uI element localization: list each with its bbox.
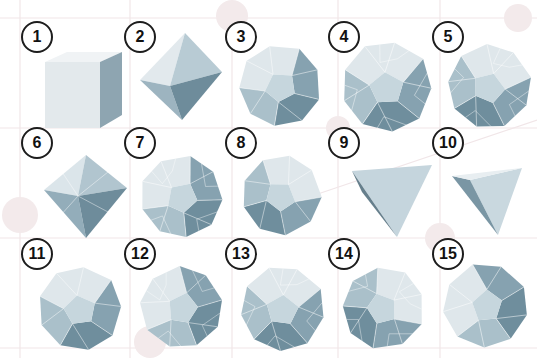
callout-number: 12 — [131, 246, 149, 262]
callout-circle: 1 — [21, 21, 53, 53]
callout-number: 1 — [33, 29, 42, 45]
callout-circle: 2 — [124, 21, 156, 53]
callout-circle: 9 — [328, 127, 360, 159]
callout-number: 5 — [444, 29, 453, 45]
callout-number: 8 — [237, 135, 246, 151]
callout-circle: 10 — [432, 127, 464, 159]
callout-circle: 6 — [21, 127, 53, 159]
callout-number: 14 — [335, 246, 353, 262]
callout-number: 15 — [439, 246, 457, 262]
callout-circle: 5 — [432, 21, 464, 53]
callout-number: 11 — [29, 246, 46, 262]
callout-number: 6 — [33, 135, 42, 151]
callout-number: 13 — [232, 246, 250, 262]
callout-circle: 8 — [225, 127, 257, 159]
callout-circle: 11 — [21, 238, 53, 270]
callout-number: 10 — [439, 135, 457, 151]
callout-number: 3 — [237, 29, 246, 45]
callout-number: 7 — [136, 135, 145, 151]
callout-circle: 13 — [225, 238, 257, 270]
callout-circle: 14 — [328, 238, 360, 270]
callout-circle: 7 — [124, 127, 156, 159]
callout-circle: 15 — [432, 238, 464, 270]
callout-circle: 4 — [328, 21, 360, 53]
callout-circle: 12 — [124, 238, 156, 270]
callout-number: 9 — [340, 135, 349, 151]
callout-circle: 3 — [225, 21, 257, 53]
callout-number: 2 — [136, 29, 145, 45]
callout-number: 4 — [340, 29, 349, 45]
